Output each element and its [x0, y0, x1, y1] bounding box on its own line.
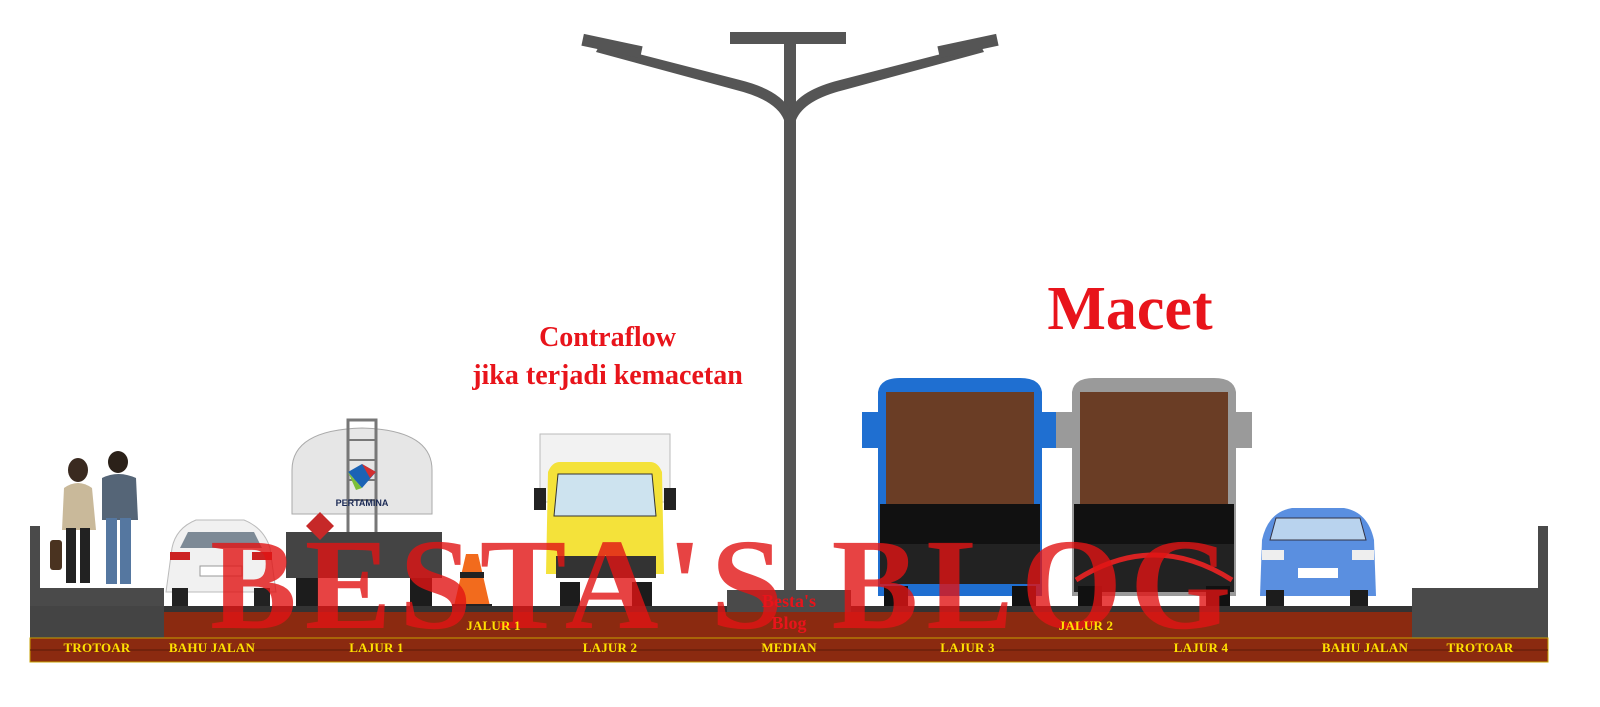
median-watermark-line1: Besta's — [762, 591, 816, 611]
section-label-trotoar-right: TROTOAR — [1446, 640, 1514, 655]
road-surface — [29, 606, 1549, 663]
median-watermark-line2: Blog — [771, 613, 807, 633]
left-sidewalk — [30, 526, 164, 638]
blue-car-icon — [1260, 508, 1376, 608]
fuel-tanker-truck-icon: PERTAMINA — [286, 418, 442, 608]
right-sidewalk — [1412, 526, 1548, 638]
watermark-text: BESTA'S BLOG — [210, 513, 1240, 657]
silver-bus-icon — [1056, 378, 1252, 608]
section-label-lajur-3: LAJUR 3 — [940, 640, 995, 655]
section-label-bahu-jalan-left: BAHU JALAN — [168, 640, 256, 655]
section-label-bahu-jalan-right: BAHU JALAN — [1321, 640, 1409, 655]
section-label-lajur-4: LAJUR 4 — [1173, 640, 1229, 655]
contraflow-caption-line2: jika terjadi kemacetan — [472, 360, 743, 391]
tanker-logo-text: PERTAMINA — [336, 498, 389, 508]
macet-caption: Macet — [1047, 275, 1213, 343]
contraflow-caption-line1: Contraflow — [539, 322, 676, 353]
white-car-icon — [165, 519, 277, 608]
section-label-trotoar-left: TROTOAR — [63, 640, 131, 655]
street-lamp — [581, 32, 999, 612]
jalur-2-label: JALUR 2 — [1058, 618, 1114, 633]
section-label-lajur-1: LAJUR 1 — [349, 640, 404, 655]
section-label-lajur-2: LAJUR 2 — [582, 640, 638, 655]
section-label-median: MEDIAN — [761, 640, 817, 655]
box-truck-icon — [534, 433, 676, 606]
jalur-1-label: JALUR 1 — [466, 618, 521, 633]
blue-bus-icon — [862, 378, 1058, 608]
pedestrians-icon — [50, 451, 138, 584]
